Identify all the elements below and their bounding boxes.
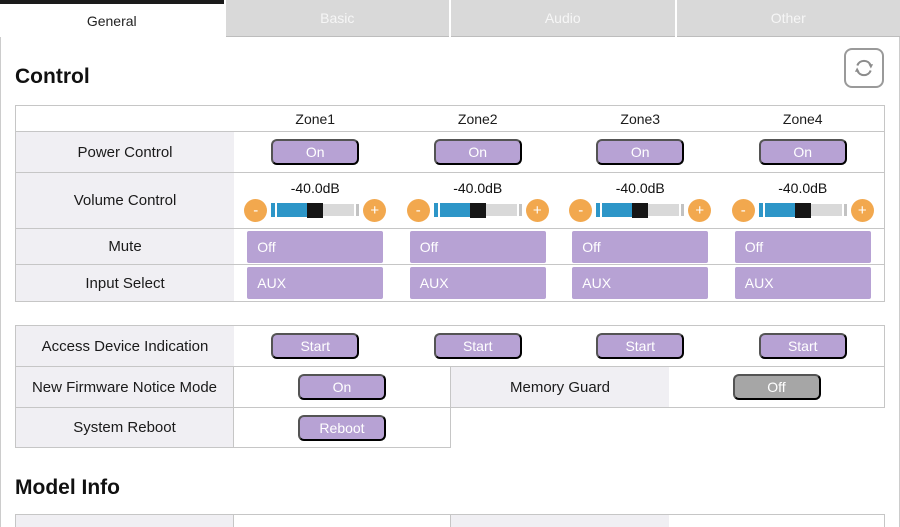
volume-zone4-slider: - + (731, 198, 874, 222)
input-zone1-select[interactable]: AUX (247, 267, 384, 299)
system-reboot-row: System Reboot Reboot (15, 408, 451, 448)
tab-general[interactable]: General (0, 0, 224, 37)
volume-zone4-thumb[interactable] (794, 202, 811, 218)
page-content: Control Zone1 Zone2 Zone3 Zone4 Power Co… (0, 37, 900, 527)
access-zone4-start-button[interactable]: Start (758, 333, 847, 359)
volume-zone2-value: -40.0dB (453, 179, 503, 196)
access-device-row: Access Device Indication Start Start Sta… (15, 325, 885, 367)
volume-zone2-plus-button[interactable]: + (525, 198, 549, 222)
mute-label: Mute (16, 229, 234, 264)
volume-zone3-track[interactable] (596, 202, 685, 218)
model-info-table (15, 514, 885, 527)
zone3-header: Zone3 (620, 110, 661, 127)
tab-other[interactable]: Other (676, 0, 900, 37)
volume-zone2-minus-button[interactable]: - (406, 198, 430, 222)
input-zone4-select[interactable]: AUX (734, 267, 871, 299)
volume-zone3-slider: - + (569, 198, 712, 222)
input-zone3-select[interactable]: AUX (572, 267, 709, 299)
settings-table: Access Device Indication Start Start Sta… (15, 325, 885, 448)
zone-header-row: Zone1 Zone2 Zone3 Zone4 (16, 106, 884, 131)
volume-zone2-slider: - + (406, 198, 549, 222)
volume-zone3-thumb[interactable] (632, 202, 649, 218)
model-info-cell-3 (451, 515, 669, 527)
memory-guard-label: Memory Guard (451, 367, 669, 407)
model-info-cell-1 (16, 515, 234, 527)
volume-zone1-value: -40.0dB (290, 179, 340, 196)
refresh-button[interactable] (844, 48, 884, 88)
access-zone3-start-button[interactable]: Start (596, 333, 685, 359)
volume-control-label: Volume Control (16, 173, 234, 228)
memory-guard-button[interactable]: Off (732, 374, 821, 400)
zone1-header: Zone1 (295, 110, 336, 127)
power-zone3-button[interactable]: On (596, 139, 685, 165)
model-info-section-title: Model Info (15, 476, 120, 499)
tab-basic[interactable]: Basic (225, 0, 449, 37)
control-section-title: Control (15, 65, 90, 88)
mute-zone4-select[interactable]: Off (734, 230, 871, 263)
input-select-label: Input Select (16, 265, 234, 301)
refresh-icon (851, 55, 877, 81)
volume-zone1-plus-button[interactable]: + (363, 198, 387, 222)
zone4-header: Zone4 (782, 110, 823, 127)
tab-audio[interactable]: Audio (451, 0, 675, 37)
volume-zone4-plus-button[interactable]: + (850, 198, 874, 222)
power-control-row: Power Control On On On On (16, 131, 884, 172)
volume-zone4-minus-button[interactable]: - (731, 198, 755, 222)
access-device-label: Access Device Indication (16, 326, 234, 366)
system-reboot-button[interactable]: Reboot (298, 414, 386, 441)
firmware-memory-row: New Firmware Notice Mode On Memory Guard… (15, 367, 885, 408)
power-control-label: Power Control (16, 132, 234, 172)
volume-zone4-value: -40.0dB (778, 179, 828, 196)
mute-zone3-select[interactable]: Off (572, 230, 709, 263)
volume-zone3-minus-button[interactable]: - (569, 198, 593, 222)
access-zone1-start-button[interactable]: Start (271, 333, 360, 359)
system-reboot-label: System Reboot (16, 408, 234, 447)
volume-zone3-plus-button[interactable]: + (688, 198, 712, 222)
model-info-cell-4 (669, 515, 884, 527)
volume-zone1-minus-button[interactable]: - (244, 198, 268, 222)
power-zone2-button[interactable]: On (433, 139, 522, 165)
power-zone4-button[interactable]: On (758, 139, 847, 165)
mute-zone1-select[interactable]: Off (247, 230, 384, 263)
volume-zone1-slider: - + (244, 198, 387, 222)
mute-row: Mute Off Off Off Off (16, 228, 884, 264)
volume-control-row: Volume Control -40.0dB - + -40.0dB - + - (16, 172, 884, 228)
volume-zone1-track[interactable] (271, 202, 360, 218)
zone2-header: Zone2 (457, 110, 498, 127)
volume-zone1-thumb[interactable] (307, 202, 324, 218)
mute-zone2-select[interactable]: Off (409, 230, 546, 263)
control-table: Zone1 Zone2 Zone3 Zone4 Power Control On… (15, 105, 885, 302)
model-info-cell-2 (234, 515, 451, 527)
input-zone2-select[interactable]: AUX (409, 267, 546, 299)
power-zone1-button[interactable]: On (271, 139, 360, 165)
input-select-row: Input Select AUX AUX AUX AUX (16, 264, 884, 301)
volume-zone4-track[interactable] (758, 202, 847, 218)
zone-header-spacer (16, 106, 234, 131)
tab-bar: General Basic Audio Other (0, 0, 900, 37)
volume-zone2-thumb[interactable] (469, 202, 486, 218)
volume-zone3-value: -40.0dB (615, 179, 665, 196)
firmware-notice-button[interactable]: On (298, 374, 386, 400)
volume-zone2-track[interactable] (433, 202, 522, 218)
access-zone2-start-button[interactable]: Start (433, 333, 522, 359)
firmware-notice-label: New Firmware Notice Mode (16, 367, 234, 407)
